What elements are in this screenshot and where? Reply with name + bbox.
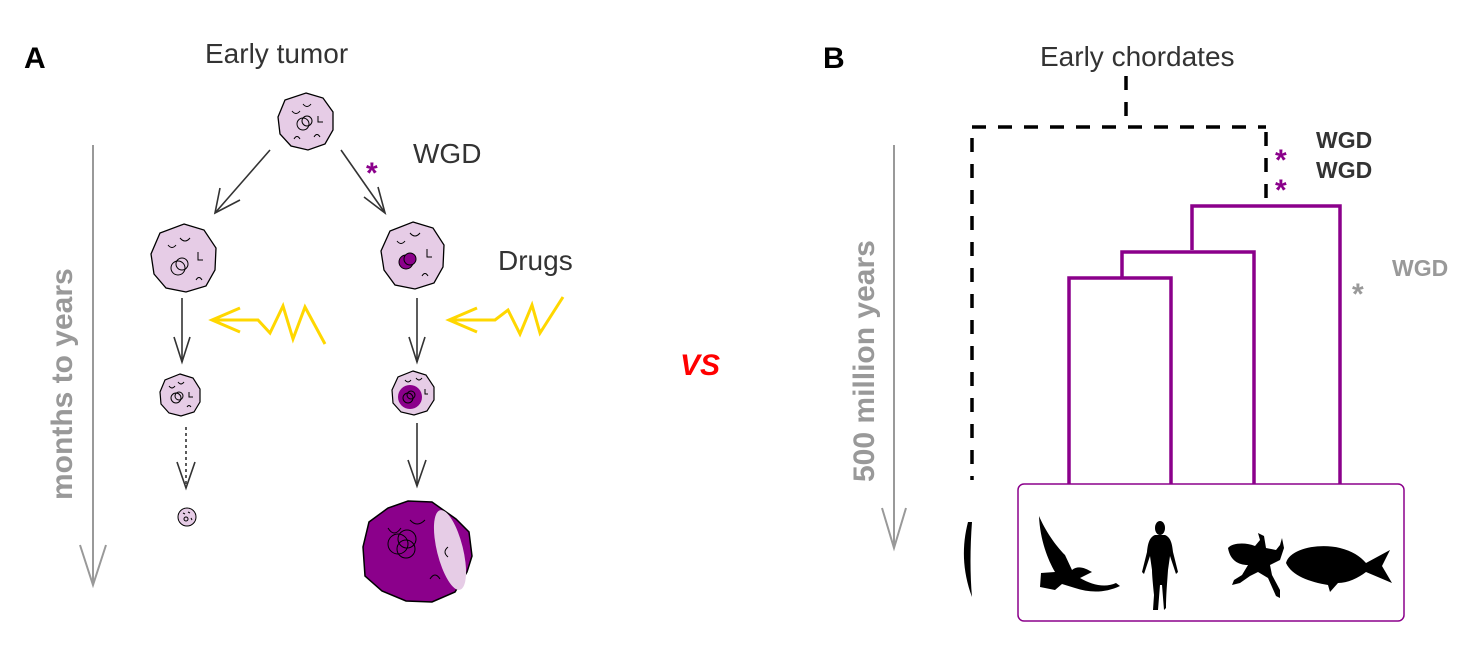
tree-clade-bird-human xyxy=(1067,276,1173,484)
wgd-star-a: * xyxy=(366,157,378,190)
branch-arrow-left xyxy=(213,149,271,215)
time-axis-a-label: months to years xyxy=(46,268,79,500)
large-purple-tumor xyxy=(362,500,473,603)
arrow-down-left-2-dashed xyxy=(176,427,196,491)
wgd-label-b-2: WGD xyxy=(1316,157,1372,183)
panel-a-label: A xyxy=(24,42,46,75)
arrow-down-right-1 xyxy=(408,298,426,365)
early-tumor-cell xyxy=(277,92,334,151)
vertebrate-tree xyxy=(1067,204,1342,484)
branch-arrow-right xyxy=(340,149,387,216)
wgd-label-b-3: WGD xyxy=(1392,255,1448,281)
taxa-box xyxy=(1017,483,1405,622)
arrow-down-left-1 xyxy=(173,298,191,365)
resistant-cell xyxy=(391,370,435,416)
wgd-label-a: WGD xyxy=(413,138,481,169)
wgd-star-b-1: * xyxy=(1275,144,1287,177)
tree-clade-fish xyxy=(1190,204,1342,484)
ancestral-dashed-tree xyxy=(970,76,1268,480)
tree-clade-frog xyxy=(1120,250,1256,484)
wgd-label-b-1: WGD xyxy=(1316,127,1372,153)
normal-cell xyxy=(150,223,217,293)
frog-icon xyxy=(1228,533,1284,598)
shrinking-cell xyxy=(159,373,201,417)
wgd-cell xyxy=(380,221,445,290)
panel-a-title: Early tumor xyxy=(205,38,348,69)
arrow-down-right-2 xyxy=(407,423,427,489)
panel-b-title: Early chordates xyxy=(1040,41,1235,72)
time-axis-b-label: 500 million years xyxy=(848,240,881,482)
drug-arrow-left xyxy=(208,301,327,345)
wgd-star-b-3: * xyxy=(1352,278,1364,311)
vs-label: VS xyxy=(680,349,720,382)
eagle-icon xyxy=(1039,516,1120,592)
drug-arrow-right xyxy=(445,296,565,338)
drugs-label: Drugs xyxy=(498,245,573,276)
human-icon xyxy=(1142,521,1178,610)
fish-icon xyxy=(1286,546,1392,592)
lancelet-icon xyxy=(963,522,972,597)
wgd-star-b-2: * xyxy=(1275,174,1287,207)
panel-b-label: B xyxy=(823,42,845,75)
tiny-cell xyxy=(177,507,197,527)
time-axis-b xyxy=(881,145,907,552)
time-axis-a xyxy=(79,145,107,589)
